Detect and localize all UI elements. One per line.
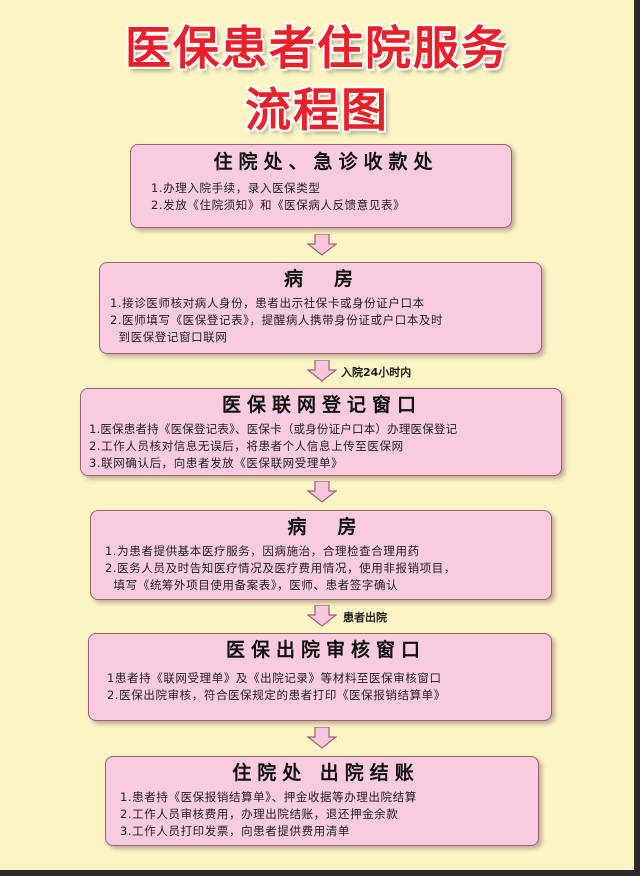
step-box-discharge-settlement: 住院处 出院结账 1.患者持《医保报销结算单》、押金收据等办理出院结算 2.工作… bbox=[105, 756, 539, 846]
step-line: 1患者持《联网受理单》及《出院记录》等材料至医保审核窗口 bbox=[107, 671, 442, 685]
step-title: 医保出院审核窗口 bbox=[225, 639, 426, 661]
step-title: 住院处、急诊收款处 bbox=[213, 151, 439, 173]
poster-title-line2: 流程图 bbox=[245, 83, 389, 137]
arrow-note: 入院24小时内 bbox=[341, 366, 412, 379]
step-title: 住院处 出院结账 bbox=[232, 762, 420, 784]
step-line: 1.患者持《医保报销结算单》、押金收据等办理出院结算 bbox=[120, 790, 417, 804]
step-line: 2.医师填写《医保登记表》，提醒病人携带身份证或户口本及时 bbox=[110, 313, 444, 327]
down-arrow-icon bbox=[307, 481, 337, 503]
step-line: 1.接诊医师核对病人身份，患者出示社保卡或身份证户口本 bbox=[110, 296, 425, 310]
step-line: 1.办理入院手续，录入医保类型 bbox=[151, 181, 321, 195]
step-line: 2.工作人员审核费用，办理出院结账，退还押金余款 bbox=[120, 807, 399, 821]
step-line: 1.为患者提供基本医疗服务，因病施治，合理检查合理用药 bbox=[105, 544, 420, 558]
step-line: 填写《统筹外项目使用备案表》，医师、患者签字确认 bbox=[105, 578, 399, 592]
step-line: 2.医保出院审核，符合医保规定的患者打印《医保报销结算单》 bbox=[107, 688, 446, 702]
step-title: 医保联网登记窗口 bbox=[221, 394, 422, 416]
step-line: 3.工作人员打印发票，向患者提供费用清单 bbox=[120, 824, 350, 838]
step-box-discharge-review-window: 医保出院审核窗口 1患者持《联网受理单》及《出院记录》等材料至医保审核窗口 2.… bbox=[88, 633, 552, 721]
step-line: 2.工作人员核对信息无误后，将患者个人信息上传至医保网 bbox=[89, 439, 404, 453]
step-box-admission: 住院处、急诊收款处 1.办理入院手续，录入医保类型 2.发放《住院须知》和《医保… bbox=[130, 144, 512, 228]
down-arrow-icon bbox=[307, 727, 337, 749]
down-arrow-icon bbox=[307, 360, 337, 382]
step-line: 1.医保患者持《医保登记表》、医保卡（或身份证户口本）办理医保登记 bbox=[89, 422, 458, 436]
step-box-registration-window: 医保联网登记窗口 1.医保患者持《医保登记表》、医保卡（或身份证户口本）办理医保… bbox=[80, 388, 562, 476]
step-line: 2.医务人员及时告知医疗情况及医疗费用情况，使用非报销项目， bbox=[105, 561, 456, 575]
arrow-note: 患者出院 bbox=[343, 611, 387, 624]
step-line: 到医保登记窗口联网 bbox=[110, 330, 228, 344]
poster-title-line1: 医保患者住院服务 bbox=[125, 21, 509, 75]
step-line: 2.发放《住院须知》和《医保病人反馈意见表》 bbox=[151, 198, 406, 212]
step-line: 3.联网确认后，向患者发放《医保联网受理单》 bbox=[89, 456, 344, 470]
step-box-ward: 病 房 1.接诊医师核对病人身份，患者出示社保卡或身份证户口本 2.医师填写《医… bbox=[99, 262, 542, 354]
down-arrow-icon bbox=[307, 605, 337, 627]
step-title: 病 房 bbox=[287, 516, 363, 538]
step-title: 病 房 bbox=[283, 268, 359, 290]
down-arrow-icon bbox=[307, 234, 337, 256]
step-box-ward-treatment: 病 房 1.为患者提供基本医疗服务，因病施治，合理检查合理用药 2.医务人员及时… bbox=[90, 510, 552, 600]
